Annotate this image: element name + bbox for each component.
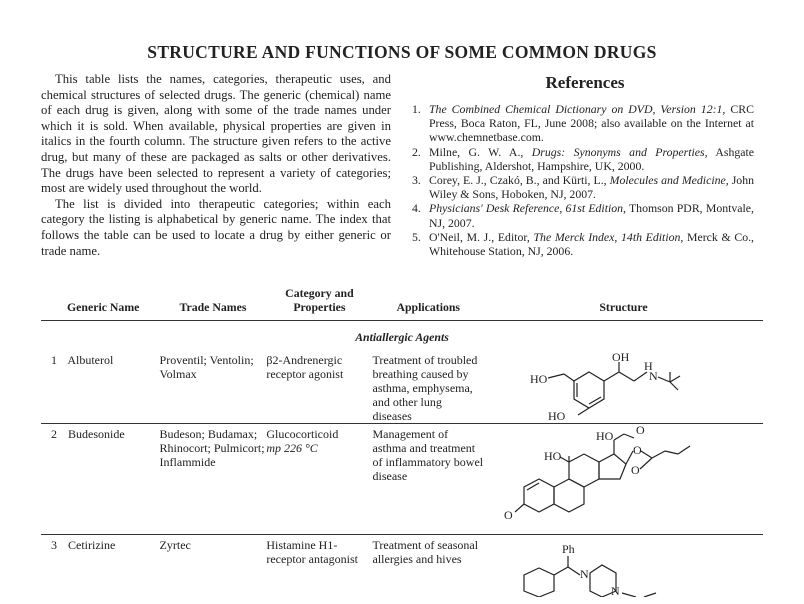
reference-item: 5.O'Neil, M. J., Editor, The Merck Index… xyxy=(412,229,755,259)
structure-cell: Ph N N xyxy=(484,535,763,598)
header-category: Category and Properties xyxy=(266,286,373,321)
table-row: 1 Albuterol Proventil; Ventolin; Volmax … xyxy=(41,350,763,425)
trade-names-cell: Budeson; Budamax; Rhinocort; Pulmicort; … xyxy=(159,423,267,536)
generic-name-cell: 2 Budesonide xyxy=(41,423,160,536)
category-label: Antiallergic Agents xyxy=(355,329,449,344)
struct-label: H xyxy=(644,359,653,373)
trade-names-cell: Proventil; Ventolin; Volmax xyxy=(159,350,267,425)
category-row: Antiallergic Agents xyxy=(41,320,763,350)
applications-cell: Treatment of troubled breathing caused b… xyxy=(372,350,484,425)
header-structure: Structure xyxy=(483,287,763,321)
applications-cell: Management of asthma and treatment of in… xyxy=(372,423,484,536)
cetirizine-structure: Ph N N xyxy=(523,542,657,598)
header-trade-names: Trade Names xyxy=(159,287,267,321)
struct-label: O xyxy=(631,463,640,477)
structure-cell: O HO HO O O O xyxy=(483,423,763,536)
struct-label: Ph xyxy=(562,542,575,556)
struct-label: O xyxy=(633,443,642,457)
struct-label: OH xyxy=(612,350,630,364)
reference-item: 1.The Combined Chemical Dictionary on DV… xyxy=(412,102,754,145)
header-generic-name: Generic Name xyxy=(41,287,160,321)
generic-name-cell: 1 Albuterol xyxy=(41,350,160,425)
references-list: 1.The Combined Chemical Dictionary on DV… xyxy=(412,102,754,258)
trade-names-cell: Zyrtec xyxy=(159,538,191,553)
reference-item: 4.Physicians' Desk Reference, 61st Editi… xyxy=(412,201,754,230)
page-title: STRUCTURE AND FUNCTIONS OF SOME COMMON D… xyxy=(147,42,657,62)
struct-label: HO xyxy=(548,409,566,422)
generic-name-cell: 3 Cetirizine xyxy=(51,538,116,553)
albuterol-structure: OH H N HO HO xyxy=(530,350,681,422)
header-applications: Applications xyxy=(372,287,484,321)
reference-item: 2.Milne, G. W. A., Drugs: Synonyms and P… xyxy=(412,144,754,173)
struct-label: HO xyxy=(596,429,614,443)
references-heading: References xyxy=(545,73,625,92)
drug-table: Generic Name Trade Names Category and Pr… xyxy=(41,286,763,598)
struct-label: N xyxy=(649,369,658,383)
properties-value: mp 226 °C xyxy=(266,441,318,456)
table-header-row: Generic Name Trade Names Category and Pr… xyxy=(41,286,763,321)
struct-label: N xyxy=(580,567,589,581)
struct-label: O xyxy=(636,424,645,437)
intro-text: This table lists the names, categories, … xyxy=(41,72,391,259)
struct-label: HO xyxy=(530,372,548,386)
category-cell: β2-Andrenergic receptor agonist xyxy=(266,350,373,425)
category-cell: Histamine H1-receptor antagonist xyxy=(266,538,358,567)
applications-cell: Treatment of seasonal allergies and hive… xyxy=(372,538,479,567)
intro-paragraph-2: The list is divided into therapeutic cat… xyxy=(41,196,391,258)
category-cell: Glucocorticoid mp 226 °C xyxy=(266,423,373,536)
table-row: 3 Cetirizine Zyrtec Histamine H1-recepto… xyxy=(41,535,763,598)
budesonide-structure: O HO HO O O O xyxy=(504,424,691,522)
struct-label: HO xyxy=(544,449,562,463)
struct-label: O xyxy=(504,508,513,522)
structure-cell: OH H N HO HO xyxy=(483,350,763,425)
reference-item: 3.Corey, E. J., Czakó, B., and Kürti, L.… xyxy=(412,173,754,202)
table-row: 2 Budesonide Budeson; Budamax; Rhinocort… xyxy=(41,423,763,536)
struct-label: N xyxy=(611,584,620,597)
intro-paragraph-1: This table lists the names, categories, … xyxy=(41,72,391,196)
